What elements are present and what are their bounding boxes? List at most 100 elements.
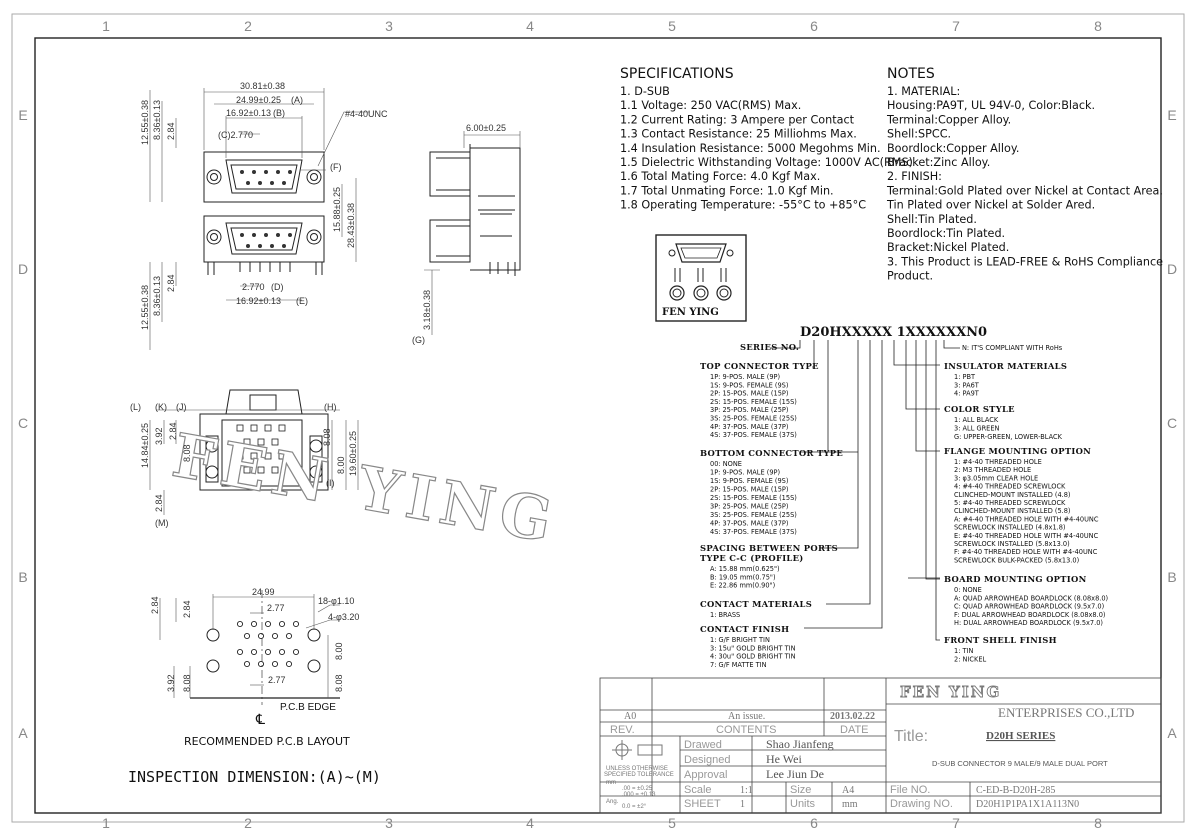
zone-col-top: 1 xyxy=(102,18,110,34)
zone-col-top: 5 xyxy=(668,18,676,34)
pin-pad xyxy=(278,452,286,460)
pin-pad xyxy=(250,424,258,432)
pn-block-item: 0: NONE xyxy=(954,586,982,594)
pn-block-title: CONTACT FINISH xyxy=(700,624,789,634)
pcb-dims-text: 24.99 2.77 18-φ1.10 4-φ3.20 2.84 2.84 8.… xyxy=(150,587,359,748)
pn-block-item: 1: TIN xyxy=(954,647,973,655)
pn-block-item: 2S: 15-POS. FEMALE (15S) xyxy=(710,398,797,406)
label-A: (A) xyxy=(291,95,303,105)
file-label: File NO. xyxy=(890,784,930,796)
zone-col-top: 8 xyxy=(1094,18,1102,34)
label-G: (G) xyxy=(412,335,425,345)
pin xyxy=(276,170,280,174)
pcb-hole xyxy=(257,632,265,640)
pin-pad xyxy=(271,438,279,446)
description: D-SUB CONNECTOR 9 MALE/9 MALE DUAL PORT xyxy=(932,759,1108,768)
dim-d5: 8.00 xyxy=(336,456,346,474)
pn-block-item: A: QUAD ARROWHEAD BOARDLOCK (8.08x8.0) xyxy=(954,594,1108,602)
spec-line: 1. D-SUB xyxy=(620,85,670,98)
units-label: Units xyxy=(790,798,816,810)
sheet-label: SHEET xyxy=(684,798,721,810)
pn-block-item: 1P: 9-POS. MALE (9P) xyxy=(710,469,780,477)
pn-block-item: 3: 15u" GOLD BRIGHT TIN xyxy=(710,644,796,652)
rohs-note: N: IT'S COMPLIANT WITH RoHs xyxy=(962,344,1063,352)
pcb-holes xyxy=(236,620,300,668)
pn-block-title: SPACING BETWEEN PORTS xyxy=(700,543,838,553)
pn-block-item: B: 19.05 mm(0.75") xyxy=(710,573,776,581)
pin xyxy=(264,233,268,237)
tol1: .00 = ±0.25 xyxy=(622,786,653,792)
pin-pad xyxy=(250,452,258,460)
zone-row-left: E xyxy=(18,107,27,123)
pcb-hole xyxy=(292,620,300,628)
dim-pitch-bottom: 2.770 xyxy=(242,282,265,292)
zone-col-top: 4 xyxy=(526,18,534,34)
pn-block-item: 2P: 15-POS. MALE (15P) xyxy=(710,390,788,398)
units-value: mm xyxy=(842,799,858,810)
pn-block-item: A: 15.88 mm(0.625") xyxy=(710,565,780,573)
zone-col-bottom: 6 xyxy=(810,815,818,831)
spec-line: 1.5 Dielectric Withstanding Voltage: 100… xyxy=(620,156,913,169)
pn-block-item: 1: ALL BLACK xyxy=(954,416,999,424)
approval-label: Approval xyxy=(684,769,727,781)
pn-block-item: 1: PBT xyxy=(954,373,976,381)
pn-block-item: 1: G/F BRIGHT TIN xyxy=(710,636,770,644)
pn-block-item: 3S: 25-POS. FEMALE (25S) xyxy=(710,415,797,423)
pcb-hole xyxy=(271,660,279,668)
pcb-w2: 2.77 xyxy=(267,603,285,613)
dim-d4b: 8.08 xyxy=(322,428,332,446)
dim-width-shell: 16.92±0.13 xyxy=(226,108,271,118)
dim-width-flange: 24.99±0.25 xyxy=(236,95,281,105)
zone-row-right: C xyxy=(1167,415,1177,431)
top-port-shell xyxy=(225,159,303,194)
side-dim-lines xyxy=(424,131,521,335)
series-no-label: SERIES NO. xyxy=(740,342,799,352)
rev-code: A0 xyxy=(624,711,636,722)
title-block xyxy=(599,677,1162,814)
dim-d4: 8.08 xyxy=(182,444,192,462)
pn-block-item: 3: ALL GREEN xyxy=(954,425,999,433)
zone-col-bottom: 3 xyxy=(385,815,393,831)
pin-pad xyxy=(264,424,272,432)
spec-line: 1.4 Insulation Resistance: 5000 Megohms … xyxy=(620,142,881,155)
pn-block-item: F: #4-40 THREADED HOLE WITH #4-40UNC xyxy=(954,548,1098,556)
pin-pad xyxy=(271,466,279,474)
drawed-value: Shao Jianfeng xyxy=(766,737,834,751)
note-line: Housing:PA9T, UL 94V-0, Color:Black. xyxy=(887,99,1095,112)
pin xyxy=(288,170,292,174)
note-line: Bracket:Zinc Alloy. xyxy=(887,156,990,169)
pcb-hole xyxy=(278,648,286,656)
note-line: 2. FINISH: xyxy=(887,170,942,183)
pin-pad xyxy=(236,424,244,432)
pn-block-item: SCREWLOCK INSTALLED (5.8x13.0) xyxy=(954,540,1070,548)
pcb-hole xyxy=(257,660,265,668)
company-name: ENTERPRISES CO.,LTD xyxy=(998,705,1134,720)
drawed-label: Drawed xyxy=(684,739,722,751)
zone-col-bottom: 5 xyxy=(668,815,676,831)
size-value: A4 xyxy=(842,785,854,796)
pn-block-item: 4S: 37-POS. FEMALE (37S) xyxy=(710,431,797,439)
pcb-hole xyxy=(236,648,244,656)
rev-date: 2013.02.22 xyxy=(830,711,875,722)
dim-pitch-top: (C)2.770 xyxy=(218,130,253,140)
pn-block-item: 2: NICKEL xyxy=(954,655,986,663)
unless-text: UNLESS OTHERWISE xyxy=(606,766,668,772)
label-K: (K) xyxy=(155,402,167,412)
pcb-v2: 2.84 xyxy=(182,600,192,618)
fen-ying-logo: FEN YING xyxy=(655,234,747,322)
pn-block-item: CLINCHED-MOUNT INSTALLED (5.8) xyxy=(954,507,1071,515)
pin xyxy=(282,244,286,248)
dim-d3: 14.84±0.25 xyxy=(140,423,150,468)
zone-row-right: A xyxy=(1167,725,1177,741)
bottom-view xyxy=(199,389,329,491)
inspection-note: INSPECTION DIMENSION:(A)~(M) xyxy=(128,768,381,786)
pcb-v5: 3.92 xyxy=(166,674,176,692)
note-line: Boordlock:Tin Plated. xyxy=(887,227,1005,240)
pn-block-item: 1S: 9-POS. FEMALE (9S) xyxy=(710,381,788,389)
zone-row-right: E xyxy=(1167,107,1176,123)
pcb-hole xyxy=(236,620,244,628)
side-view xyxy=(429,144,521,276)
scale-label: Scale xyxy=(684,784,712,796)
